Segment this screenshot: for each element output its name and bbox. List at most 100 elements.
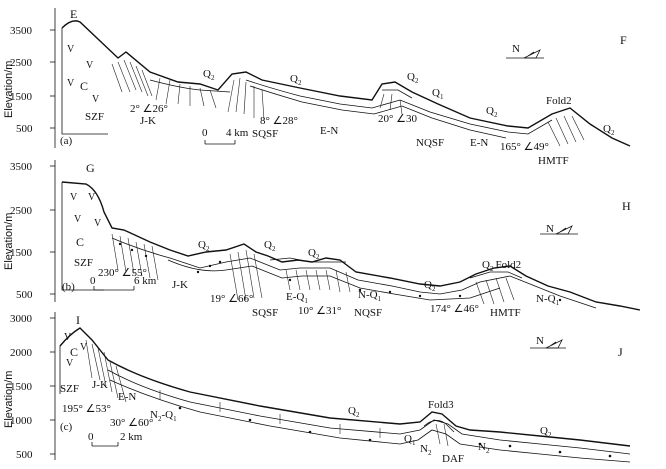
panel-b-attitude-3: 10° ∠31° — [298, 305, 341, 317]
panel-a-q2-d: Q2 — [486, 105, 498, 119]
svg-text:V: V — [86, 60, 94, 71]
panel-c-ytick: 3000 — [10, 313, 33, 325]
panel-b-hmtf: HMTF — [490, 307, 521, 319]
panel-a-q1: Q1 — [432, 87, 444, 101]
panel-a-q2-b: Q2 — [290, 73, 302, 87]
panel-b-hatching — [111, 233, 515, 305]
panel-c-ytick: 1500 — [10, 381, 33, 393]
panel-c-attitude-2: 30° ∠60° — [110, 417, 153, 429]
panel-a-sqsf: SQSF — [252, 128, 278, 140]
panel-a-scale-bar: 0 4 km — [202, 127, 249, 145]
svg-text:V: V — [67, 78, 75, 89]
panel-b-jk: J-K — [172, 279, 188, 291]
panel-a-north-arrow: N — [506, 43, 544, 59]
panel-b-rock: C — [76, 235, 84, 249]
panel-a-y-title: Elevation/m — [3, 61, 15, 118]
panel-b-q2-a: Q2 — [198, 239, 210, 253]
svg-text:0: 0 — [90, 275, 96, 287]
panel-a-label: (a) — [60, 135, 73, 147]
panel-a-ytick: 3500 — [10, 25, 33, 37]
panel-b-eq1: E-Q1 — [286, 291, 308, 305]
panel-c-north-arrow: N — [530, 335, 566, 349]
panel-c-fold: Fold3 — [428, 399, 454, 411]
panel-c-q2-a: Q2 — [348, 405, 360, 419]
panel-c-n2-b: N2 — [478, 441, 490, 455]
panel-b-scale-bar: 0 6 km — [90, 275, 157, 291]
svg-text:0: 0 — [88, 431, 94, 443]
panel-c-ytick: 2000 — [10, 347, 33, 359]
panel-b-nq1b: N-Q1 — [536, 293, 560, 307]
panel-a-attitude-3: 20° ∠30 — [378, 113, 418, 125]
panel-c-en: E-N — [118, 391, 136, 403]
svg-text:N: N — [512, 43, 520, 55]
svg-text:V: V — [80, 342, 88, 353]
panel-c-granite-symbols: V V V — [64, 332, 88, 369]
panel-b-label: (b) — [62, 281, 75, 293]
svg-text:V: V — [66, 358, 74, 369]
panel-b-north-arrow: N — [540, 223, 578, 235]
panel-c-q1: Q1 — [404, 433, 416, 447]
panel-c-start-label: I — [76, 313, 80, 327]
panel-a-hmtf: HMTF — [538, 155, 569, 167]
panel-a-en-2: E-N — [470, 137, 488, 149]
panel-a-nqsf: NQSF — [416, 137, 444, 149]
panel-a-q2-c: Q2 — [407, 71, 419, 85]
panel-b-ytick: 500 — [16, 289, 33, 301]
panel-b-profile — [61, 181, 641, 311]
panel-b-end-label: H — [622, 199, 631, 213]
panel-b-q2-b: Q2 — [264, 239, 276, 253]
panel-a-start-label: E — [70, 7, 77, 21]
panel-b-ytick: 3500 — [10, 161, 33, 173]
panel-b-attitude-2: 19° ∠66° — [210, 293, 253, 305]
panel-c-hatching — [85, 339, 449, 447]
svg-text:V: V — [70, 192, 78, 203]
panel-c-ytick: 500 — [16, 449, 33, 461]
panel-b-ytick: 2500 — [10, 205, 33, 217]
panel-c-end-label: J — [618, 345, 623, 359]
panel-a-end-label: F — [620, 33, 627, 47]
panel-a-q2-e: Q2 — [603, 123, 615, 137]
panel-a-attitude-1: 2° ∠26° — [130, 103, 168, 115]
panel-c-attitude-1: 195° ∠53° — [62, 403, 111, 415]
panel-b-nq1: N-Q1 — [358, 289, 382, 303]
panel-c: 3000 2000 1500 1000 500 Elevation/m V V … — [3, 312, 631, 465]
panel-b-left-block — [61, 182, 104, 291]
panel-c-profile — [59, 327, 631, 447]
panel-b-y-title: Elevation/m — [3, 213, 15, 270]
svg-text:V: V — [94, 218, 102, 229]
panel-b-q2-c: Q2 — [308, 247, 320, 261]
panel-a-profile — [61, 20, 631, 147]
svg-text:V: V — [74, 214, 82, 225]
panel-c-q2-b: Q2 — [540, 425, 552, 439]
panel-a-fold: Fold2 — [546, 95, 572, 107]
panel-a-attitude-2: 8° ∠28° — [260, 115, 298, 127]
svg-text:4 km: 4 km — [226, 127, 249, 139]
svg-text:V: V — [88, 192, 96, 203]
panel-b: 3500 2500 1500 500 Elevation/m — [3, 160, 641, 319]
panel-c-conglomerate — [178, 406, 612, 458]
panel-a-rock: C — [80, 79, 88, 93]
panel-b-sqsf: SQSF — [252, 307, 278, 319]
svg-text:V: V — [64, 332, 72, 343]
panel-a-ytick: 500 — [16, 123, 33, 135]
svg-text:0: 0 — [202, 127, 208, 139]
panel-a-hatching — [111, 59, 585, 147]
panel-c-daf: DAF — [442, 453, 464, 465]
panel-b-q2-d: Q2 — [424, 279, 436, 293]
panel-b-nqsf: NQSF — [354, 307, 382, 319]
panel-a-jk: J-K — [140, 115, 156, 127]
panel-c-ytick: 1000 — [10, 415, 33, 427]
panel-b-attitude-1: 230° ∠55° — [98, 267, 147, 279]
panel-b-ytick: 1500 — [10, 247, 33, 259]
panel-a: 3500 2500 1500 500 Elevation/m — [3, 7, 631, 167]
panel-b-conglomerate — [118, 242, 562, 302]
panel-a-granite-symbols: V V V V — [67, 44, 100, 105]
panel-c-jk: J-K — [92, 379, 108, 391]
panel-c-n2-a: N2 — [420, 443, 432, 457]
panel-c-rock: C — [70, 345, 78, 359]
panel-b-attitude-4: 174° ∠46° — [430, 303, 479, 315]
panel-a-attitude-4: 165° ∠49° — [500, 141, 549, 153]
